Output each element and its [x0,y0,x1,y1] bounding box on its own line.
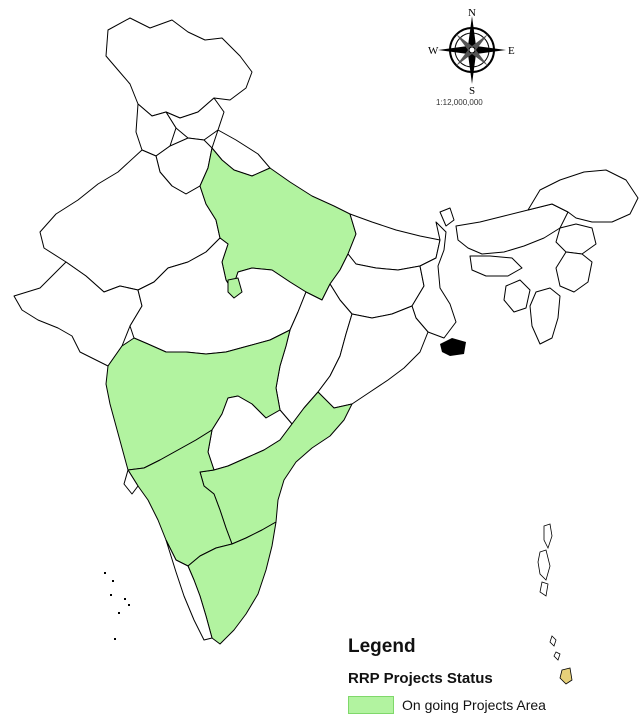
state-karnataka [127,429,233,567]
legend-title: Legend [348,636,416,657]
state-meghalaya [469,255,523,277]
compass-e: E [508,45,515,57]
state-mizoram [529,287,561,345]
state-jammu-kashmir [105,17,253,119]
state-odisha [317,305,429,409]
compass-s: S [469,85,475,97]
state-assam [455,203,569,255]
state-sikkim [439,207,455,227]
state-bihar [347,213,441,271]
compass-n: N [468,7,476,19]
legend-label-ongoing: On going Projects Area [402,697,546,713]
ncr-patch [227,277,243,299]
compass-rose-icon: N S W E [428,7,515,97]
state-arunachal-pradesh [527,169,639,223]
legend-subtitle: RRP Projects Status [348,670,493,687]
legend-swatch-ongoing [348,696,394,714]
map-scale: 1:12,000,000 [436,98,483,107]
state-tripura [503,279,531,313]
state-goa [123,469,139,495]
andaman-nicobar-islands [537,523,573,685]
state-nagaland [555,223,597,255]
state-himachal [165,97,225,141]
north-arrow: N S W E [428,6,520,110]
state-west-bengal [411,221,457,339]
legend-item-ongoing: On going Projects Area [348,696,638,714]
state-manipur [555,251,593,293]
nicobar-highlight [559,667,573,685]
legend: Legend RRP Projects Status On going Proj… [348,636,638,714]
state-gujarat [13,261,143,367]
sundarbans-patch [440,338,466,356]
lakshadweep-islands [104,572,130,640]
state-kerala [165,539,213,641]
compass-w: W [428,45,439,57]
